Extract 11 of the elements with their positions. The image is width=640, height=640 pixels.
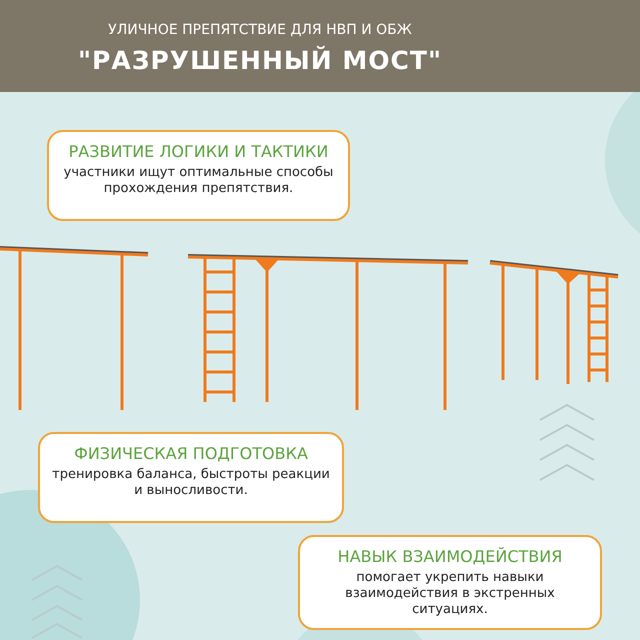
info-card (298, 535, 602, 630)
info-card (38, 432, 344, 523)
subtitle: УЛИЧНОЕ ПРЕПЯТСТВИЕ ДЛЯ НВП И ОБЖ (107, 22, 413, 38)
title: "РАЗРУШЕННЫЙ МОСТ" (77, 46, 443, 75)
card-heading: ФИЗИЧЕСКАЯ ПОДГОТОВКА (73, 444, 309, 463)
card-text: помогает укрепить навыки взаимодействия в экстренных ситуациях. (344, 570, 556, 618)
card-text: тренировка баланса, быстроты реакции и выносливости. (52, 467, 330, 499)
card-heading: НАВЫК ВЗАИМОДЕЙСТВИЯ (336, 547, 564, 566)
card-heading: РАЗВИТИЕ ЛОГИКИ И ТАКТИКИ (68, 142, 330, 161)
card-text: участники ищут оптимальные способы прохождения препятствия. (62, 165, 334, 197)
info-card (47, 130, 350, 221)
